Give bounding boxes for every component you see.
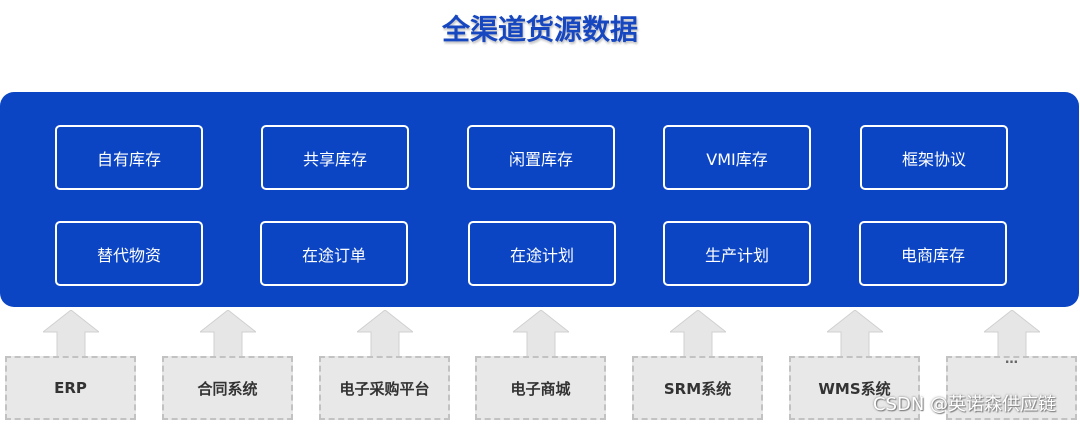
system-box-contract: 合同系统 xyxy=(162,356,293,420)
source-box-vmi-inventory: VMI库存 xyxy=(663,125,811,190)
source-box-framework-agreement: 框架协议 xyxy=(860,125,1008,190)
source-box-shared-inventory: 共享库存 xyxy=(261,125,409,190)
up-arrow-icon xyxy=(827,310,883,357)
up-arrow-icon xyxy=(200,310,256,357)
system-box-wms: WMS系统 xyxy=(789,356,920,420)
system-box-e-procurement: 电子采购平台 xyxy=(319,356,450,420)
page-title: 全渠道货源数据 xyxy=(441,13,638,46)
system-box-e-mall: 电子商城 xyxy=(475,356,606,420)
source-box-idle-inventory: 闲置库存 xyxy=(467,125,615,190)
source-box-substitute-materials: 替代物资 xyxy=(55,221,203,286)
source-box-in-transit-orders: 在途订单 xyxy=(260,221,408,286)
up-arrow-icon xyxy=(43,310,99,357)
system-box-erp: ERP xyxy=(5,356,136,420)
up-arrow-icon xyxy=(357,310,413,357)
source-box-in-transit-plans: 在途计划 xyxy=(468,221,616,286)
source-box-production-plans: 生产计划 xyxy=(663,221,811,286)
up-arrow-icon xyxy=(513,310,569,357)
source-box-ecommerce-inventory: 电商库存 xyxy=(859,221,1007,286)
source-box-own-inventory: 自有库存 xyxy=(55,125,203,190)
ellipsis-icon: … xyxy=(1005,352,1018,367)
watermark: CSDN @英诺森供应链 xyxy=(873,394,1057,415)
data-sources-panel xyxy=(0,92,1079,307)
up-arrow-icon xyxy=(984,310,1040,357)
system-box-more: … xyxy=(946,352,1077,420)
up-arrow-icon xyxy=(670,310,726,357)
system-box-srm: SRM系统 xyxy=(632,356,763,420)
